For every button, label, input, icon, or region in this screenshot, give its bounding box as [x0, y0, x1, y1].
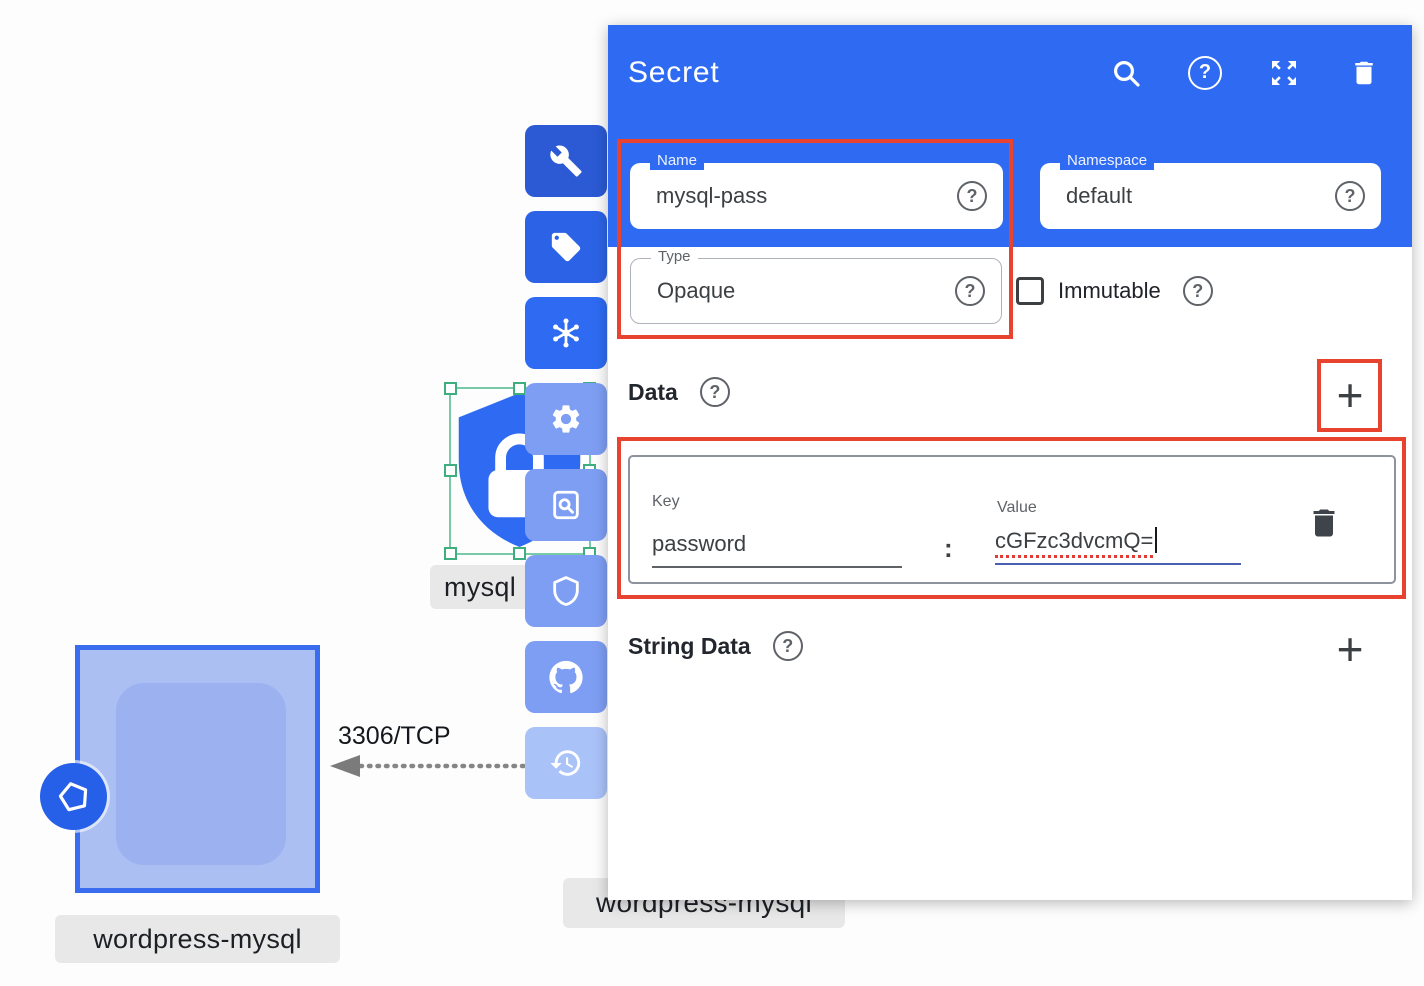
key-value-separator: : [944, 533, 953, 563]
value-label: Value [997, 499, 1037, 516]
preview-search-icon [553, 490, 579, 520]
wordpress-mysql-node-label: wordpress-mysql [55, 915, 340, 963]
delete-data-row-button[interactable] [1306, 505, 1344, 543]
data-section-title: Data [628, 378, 678, 405]
toolbar-preview-button[interactable] [525, 469, 607, 541]
connection-edge[interactable] [320, 742, 540, 790]
data-help-icon[interactable]: ? [699, 377, 730, 407]
search-icon[interactable] [1108, 55, 1144, 91]
toolbar-settings-button[interactable] [525, 383, 607, 455]
plus-icon: + [1336, 623, 1364, 675]
key-label: Key [652, 493, 680, 510]
string-data-help-icon[interactable]: ? [772, 631, 803, 661]
toolbar-github-button[interactable] [525, 641, 607, 713]
toolbar-kubernetes-button[interactable] [525, 297, 607, 369]
key-input[interactable]: password [652, 531, 902, 568]
wordpress-mysql-node[interactable] [75, 645, 320, 893]
expand-icon[interactable] [1266, 55, 1302, 91]
plus-icon: + [1336, 369, 1364, 421]
string-data-section-header: String Data ? [628, 631, 803, 661]
toolbar-history-button[interactable] [525, 727, 607, 799]
toolbar-tag-button[interactable] [525, 211, 607, 283]
name-field-value[interactable]: mysql-pass [656, 183, 768, 208]
name-help-icon[interactable]: ? [957, 181, 987, 211]
panel-title: Secret [628, 55, 720, 89]
immutable-help-icon[interactable]: ? [1182, 276, 1213, 306]
namespace-help-icon[interactable]: ? [1335, 181, 1365, 211]
edge-port-label: 3306/TCP [338, 722, 451, 750]
github-icon [549, 660, 583, 694]
pod-badge[interactable] [40, 763, 107, 830]
header-actions: ? [1108, 55, 1382, 91]
value-input[interactable]: cGFzc3dvcmQ= [995, 527, 1241, 565]
string-data-section-title: String Data [628, 632, 751, 659]
text-caret [1155, 527, 1158, 553]
kubernetes-hub-icon [553, 318, 579, 348]
immutable-checkbox[interactable] [1016, 277, 1044, 305]
type-field[interactable]: Type Opaque ? [630, 247, 1002, 324]
type-field-value[interactable]: Opaque [657, 278, 736, 303]
gear-icon [552, 405, 580, 433]
add-data-button[interactable]: + [1330, 369, 1370, 421]
namespace-field[interactable]: Namespace default ? [1040, 151, 1381, 229]
secret-editor-panel: Secret ? Name mysql-pass ? Namespace def… [608, 25, 1412, 900]
name-field-label: Name [650, 151, 705, 170]
shield-icon [553, 576, 579, 606]
tag-icon [551, 232, 581, 262]
type-field-label: Type [651, 247, 698, 266]
panel-help-icon[interactable]: ? [1188, 55, 1222, 90]
wrench-icon [550, 145, 582, 177]
add-string-data-button[interactable]: + [1330, 623, 1370, 675]
toolbar-wrench-button[interactable] [525, 125, 607, 197]
namespace-field-label: Namespace [1060, 151, 1155, 170]
name-field[interactable]: Name mysql-pass ? [630, 151, 1003, 229]
immutable-label: Immutable [1058, 278, 1161, 303]
namespace-field-value[interactable]: default [1066, 183, 1133, 208]
history-icon [550, 750, 581, 776]
wordpress-mysql-node-inner [116, 683, 286, 865]
data-section-header: Data ? [628, 377, 730, 407]
data-row: Key password : Value cGFzc3dvcmQ= [628, 455, 1396, 584]
panel-header: Secret ? [608, 25, 1412, 120]
toolbar-shield-button[interactable] [525, 555, 607, 627]
immutable-row: Immutable ? [1016, 276, 1213, 306]
type-help-icon[interactable]: ? [955, 276, 985, 306]
delete-icon[interactable] [1346, 55, 1382, 91]
pentagon-icon [58, 781, 87, 811]
